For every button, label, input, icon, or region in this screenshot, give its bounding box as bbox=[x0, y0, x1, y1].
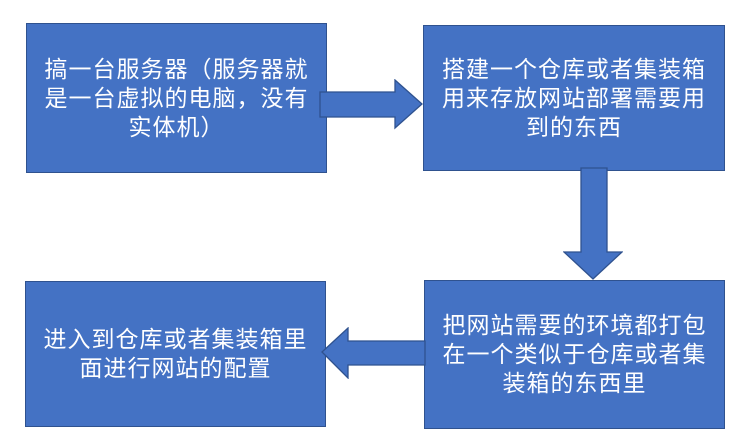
flowchart-node-step-1: 搞一台服务器（服务器就 是一台虚拟的电脑，没有 实体机） bbox=[26, 23, 327, 173]
arrow-left-icon bbox=[321, 327, 426, 379]
arrow-right-shape bbox=[319, 79, 423, 130]
flowchart-node-step-3: 把网站需要的环境都打包 在一个类似于仓库或者集 装箱的东西里 bbox=[424, 280, 725, 429]
node-step-1-line-3: 实体机） bbox=[128, 113, 225, 140]
node-step-3-line-3: 装箱的东西里 bbox=[502, 370, 647, 396]
flowchart-node-step-2: 搭建一个仓库或者集装箱 用来存放网站部署需要用 到的东西 bbox=[423, 25, 725, 171]
node-step-1-line-2: 是一台虚拟的电脑，没有 bbox=[44, 84, 309, 111]
arrow-down-shape bbox=[563, 167, 623, 280]
flowchart-node-step-4: 进入到仓库或者集装箱里 面进行网站的配置 bbox=[25, 281, 326, 427]
arrow-down-icon bbox=[563, 167, 623, 280]
node-step-2-line-1: 搭建一个仓库或者集装箱 bbox=[442, 55, 706, 82]
node-step-3-line-2: 在一个类似于仓库或者集 bbox=[442, 341, 707, 367]
node-step-2-line-3: 到的东西 bbox=[526, 113, 622, 140]
arrow-right-icon bbox=[319, 79, 423, 130]
node-step-4-line-2: 面进行网站的配置 bbox=[79, 355, 272, 381]
node-step-1-line-1: 搞一台服务器（服务器就 bbox=[44, 55, 309, 82]
node-step-4-line-1: 进入到仓库或者集装箱里 bbox=[43, 326, 308, 352]
node-step-2-line-2: 用来存放网站部署需要用 bbox=[442, 84, 706, 111]
node-step-3-line-1: 把网站需要的环境都打包 bbox=[442, 312, 707, 338]
arrow-left-shape bbox=[321, 327, 426, 379]
